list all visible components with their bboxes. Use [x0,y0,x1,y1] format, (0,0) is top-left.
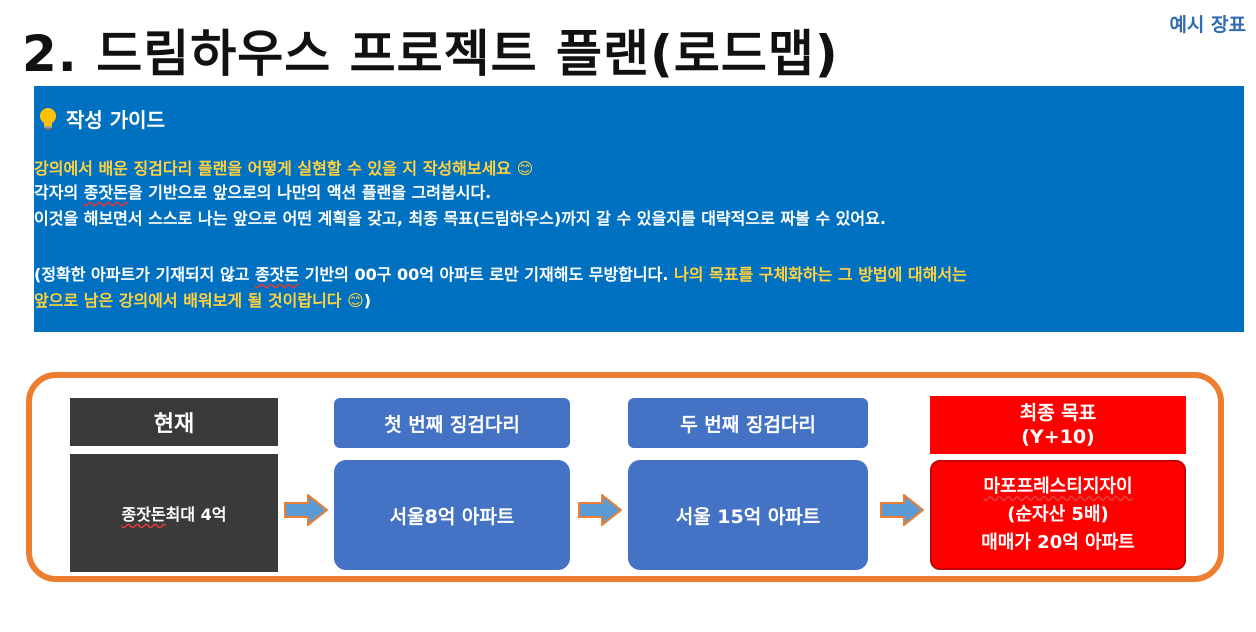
example-slide-tag: 예시 장표 [1169,14,1246,36]
arrow-right-icon [578,494,622,526]
arrow-right-icon [880,494,924,526]
writing-guide-panel: 작성 가이드 강의에서 배운 징검다리 플랜을 어떻게 실현할 수 있을 지 작… [34,86,1244,332]
guide-heading-label: 작성 가이드 [66,108,165,132]
current-header: 현재 [70,398,278,446]
guide-line-2-prefix: 각자의 [34,183,84,202]
guide-line-5: 앞으로 남은 강의에서 배워보게 될 것이랍니다 😊) [34,290,371,312]
step2-body: 서울 15억 아파트 [628,460,868,570]
guide-line-1: 강의에서 배운 징검다리 플랜을 어떻게 실현할 수 있을 지 작성해보세요 😊 [34,159,534,178]
goal-body: 마포프레스티지자이 (순자산 5배) 매매가 20억 아파트 [930,460,1186,570]
roadmap-frame [26,372,1224,582]
guide-line-5-close: ) [363,291,372,310]
guide-line-4-keyword: 종잣돈 [254,265,300,284]
step2-header: 두 번째 징검다리 [628,398,868,448]
step1-body: 서울8억 아파트 [334,460,570,570]
guide-line-4-highlight: 나의 목표를 구체화하는 그 방법에 대해서는 [674,265,967,284]
goal-header: 최종 목표 (Y+10) [930,396,1186,454]
goal-header-title: 최종 목표 [1019,402,1097,424]
guide-line-4: (정확한 아파트가 기재되지 않고 종잣돈 기반의 00구 00억 아파트 로만… [34,264,967,286]
arrow-right-icon [284,494,328,526]
guide-line-4-part-a: (정확한 아파트가 기재되지 않고 [34,265,255,284]
goal-body-networth: (순자산 5배) [1007,504,1109,525]
guide-heading: 작성 가이드 [38,104,165,133]
current-body: 종잣돈 최대 4억 [70,454,278,572]
goal-body-price: 매매가 20억 아파트 [981,532,1135,553]
guide-line-3: 이것을 해보면서 스스로 나는 앞으로 어떤 계획을 갖고, 최종 목표(드림하… [34,209,886,228]
lightbulb-icon [40,107,56,130]
guide-line-5-highlight: 앞으로 남은 강의에서 배워보게 될 것이랍니다 😊 [34,291,364,310]
guide-line-2-keyword: 종잣돈 [83,183,128,202]
guide-line-2-suffix: 을 기반으로 앞으로의 나만의 액션 플랜을 그려봅시다. [127,183,492,202]
goal-header-year: (Y+10) [1021,426,1095,448]
goal-body-apartment: 마포프레스티지자이 [983,476,1133,497]
step1-header: 첫 번째 징검다리 [334,398,570,448]
guide-line-2: 각자의 종잣돈을 기반으로 앞으로의 나만의 액션 플랜을 그려봅시다. [34,182,491,204]
guide-line-4-part-c: 기반의 00구 00억 아파트 로만 기재해도 무방합니다. [299,265,674,284]
current-body-rest: 최대 4억 [165,505,227,524]
page-title: 2. 드림하우스 프로젝트 플랜(로드맵) [22,25,839,83]
current-body-keyword: 종잣돈 [121,505,166,524]
